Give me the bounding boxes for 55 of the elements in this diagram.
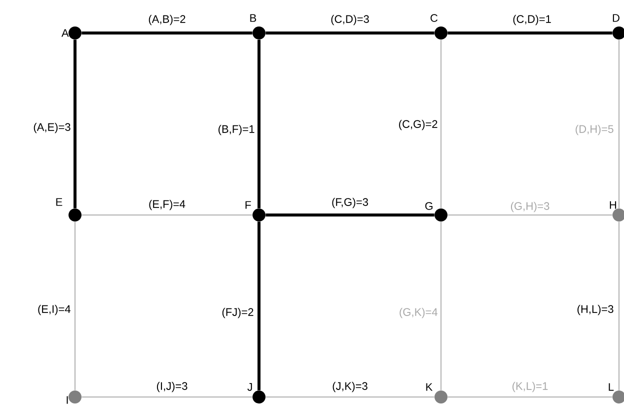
edge-label: (F,G)=3 bbox=[332, 198, 368, 208]
edge-label: (J,K)=3 bbox=[332, 382, 368, 392]
vertex-label: H bbox=[610, 201, 616, 209]
edge-line bbox=[447, 214, 613, 216]
vertex-dot bbox=[434, 26, 448, 40]
edge-line bbox=[81, 396, 253, 398]
edge-line bbox=[618, 221, 620, 391]
edge-label: (G,K)=4 bbox=[400, 308, 438, 318]
vertex-label: C bbox=[430, 14, 438, 22]
edge-line bbox=[266, 32, 434, 34]
edge-label: (I,J)=3 bbox=[156, 382, 188, 392]
edge-line bbox=[265, 396, 435, 398]
vertex-dot bbox=[68, 26, 82, 40]
edge-label: (B,F)=1 bbox=[218, 124, 254, 136]
edge-label: (E,F)=4 bbox=[149, 200, 186, 210]
edge-line bbox=[448, 32, 612, 34]
edge-label: (A,B)=2 bbox=[148, 14, 186, 26]
vertex-label: G bbox=[425, 202, 432, 210]
vertex-dot bbox=[434, 390, 448, 404]
edge-label: (H,L)=3 bbox=[577, 304, 614, 316]
vertex-label: I bbox=[66, 396, 68, 404]
vertex-label: A bbox=[62, 29, 69, 37]
edge-line bbox=[74, 40, 76, 208]
edge-line bbox=[258, 222, 260, 390]
edge-line bbox=[82, 32, 252, 34]
vertex-label: L bbox=[608, 383, 614, 391]
edge-line bbox=[74, 221, 76, 391]
vertex-dot bbox=[68, 390, 82, 404]
vertex-label: B bbox=[250, 14, 256, 22]
edge-line bbox=[440, 39, 442, 209]
edge-label: (D,H)=5 bbox=[576, 124, 614, 136]
edge-label: (C,D)=1 bbox=[513, 14, 551, 26]
edge-line bbox=[440, 221, 442, 391]
vertex-dot bbox=[68, 208, 82, 222]
edge-label: (K,L)=1 bbox=[512, 382, 548, 392]
vertex-dot bbox=[252, 208, 266, 222]
vertex-label: J bbox=[247, 383, 252, 391]
edge-line bbox=[447, 396, 613, 398]
edge-label: (FJ)=2 bbox=[222, 308, 254, 318]
edge-label: (C,D)=3 bbox=[331, 14, 369, 26]
edge-label: (C,G)=2 bbox=[399, 120, 438, 130]
edge-line bbox=[618, 39, 620, 209]
edge-line bbox=[266, 214, 434, 216]
edge-label: (A,E)=3 bbox=[34, 122, 70, 134]
edge-line bbox=[258, 40, 260, 208]
vertex-label: D bbox=[612, 14, 620, 22]
vertex-label: F bbox=[246, 201, 251, 209]
vertex-dot bbox=[434, 208, 448, 222]
edge-label: (G,H)=3 bbox=[510, 202, 550, 212]
vertex-dot bbox=[252, 26, 266, 40]
edge-label: (E,I)=4 bbox=[38, 304, 70, 316]
edge-line bbox=[81, 214, 253, 216]
vertex-label: E bbox=[56, 198, 62, 206]
vertex-label: K bbox=[426, 383, 433, 391]
vertex-dot bbox=[252, 390, 266, 404]
